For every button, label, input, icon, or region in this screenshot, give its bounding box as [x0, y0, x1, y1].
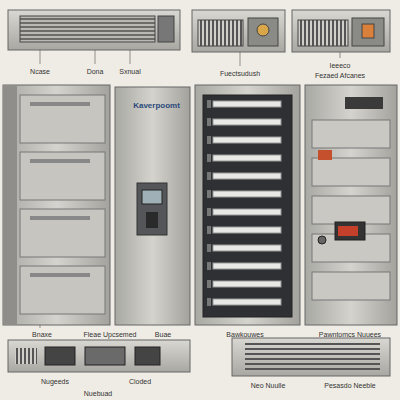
panel-detail	[213, 173, 281, 179]
panel-detail	[213, 137, 281, 143]
part-label: Bnaxe	[32, 331, 52, 338]
panel-detail	[213, 281, 281, 287]
panel-detail	[30, 159, 90, 163]
panel-detail	[20, 95, 105, 143]
panel-detail	[20, 209, 105, 257]
part-label: Fuectsudush	[220, 70, 260, 77]
panel-detail	[20, 266, 105, 314]
part-label: Ieeeco	[329, 62, 350, 69]
panel-detail	[207, 190, 211, 198]
panel-detail	[213, 263, 281, 269]
part-label: Ncase	[30, 68, 50, 75]
panel-detail	[213, 209, 281, 215]
panel-detail	[213, 191, 281, 197]
panel-detail	[207, 226, 211, 234]
panel-detail	[245, 353, 380, 355]
brand-logo: Kaverpoomt	[115, 101, 198, 110]
panel-detail	[207, 136, 211, 144]
panel-detail	[213, 119, 281, 125]
panel-detail	[207, 280, 211, 288]
panel-detail	[207, 172, 211, 180]
part-label: Bawkouwes	[226, 331, 263, 338]
part-label: Fleae Upcsemed	[84, 331, 137, 338]
panel-detail	[213, 299, 281, 305]
panel-detail	[207, 244, 211, 252]
panel-detail	[30, 102, 90, 106]
panel-detail	[213, 227, 281, 233]
panel-detail	[245, 348, 380, 350]
cabinet: Kaverpoomt	[115, 87, 198, 325]
part-label: Neo Nuulle	[251, 382, 286, 389]
panel-detail	[213, 101, 281, 107]
part-label: Pawntomcs Nuuees	[319, 331, 381, 338]
part-label: Sxnual	[119, 68, 140, 75]
part-label: Dona	[87, 68, 104, 75]
part-label: Pesasdo Neeble	[324, 382, 375, 389]
panel-detail	[207, 298, 211, 306]
panel-detail	[245, 368, 380, 370]
panel-detail	[245, 358, 380, 360]
part-label: Cioded	[129, 378, 151, 385]
panel-detail	[30, 273, 90, 277]
panel-detail	[312, 158, 390, 186]
panel-detail	[207, 118, 211, 126]
panel-detail	[207, 208, 211, 216]
panel-detail	[30, 216, 90, 220]
panel-detail	[20, 152, 105, 200]
panel-detail	[312, 196, 390, 224]
panel-detail	[245, 343, 380, 345]
panel-detail	[213, 155, 281, 161]
part-label: Buae	[155, 331, 171, 338]
panel-detail	[207, 154, 211, 162]
part-label: Fezaed Afcanes	[315, 72, 365, 79]
panel-detail	[213, 245, 281, 251]
panel-detail	[207, 100, 211, 108]
panel-detail	[207, 262, 211, 270]
part-label: Nuebuad	[84, 390, 112, 397]
panel-detail	[312, 120, 390, 148]
panel-detail	[245, 363, 380, 365]
panel-detail	[312, 272, 390, 300]
part-label: Nugeeds	[41, 378, 69, 385]
